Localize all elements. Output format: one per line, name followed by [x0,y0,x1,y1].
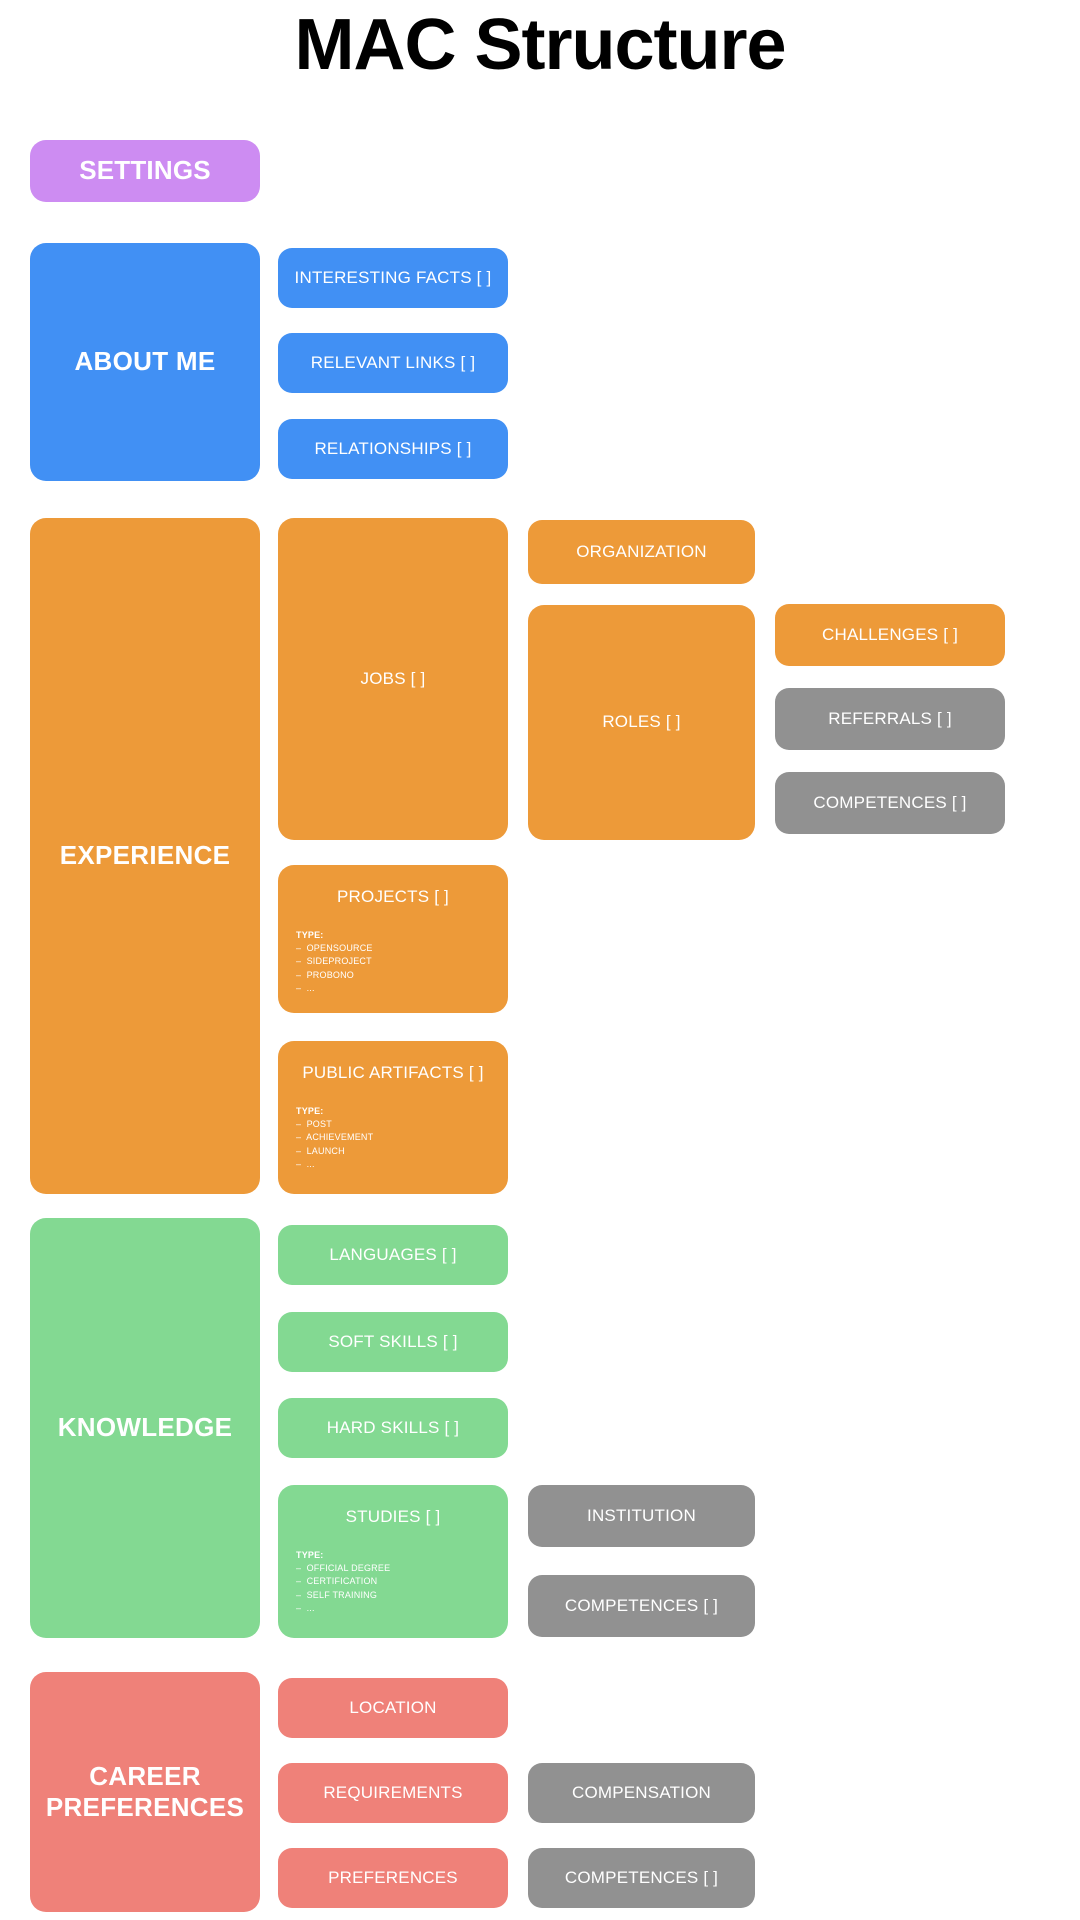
studies-type-item: – OFFICIAL DEGREE [296,1563,391,1574]
relationships-label: RELATIONSHIPS [ ] [314,438,472,458]
hard-skills-card[interactable]: HARD SKILLS [ ] [278,1398,508,1458]
projects-type-item: – OPENSOURCE [296,943,373,954]
compensation-label: COMPENSATION [571,1782,712,1802]
relationships-card[interactable]: RELATIONSHIPS [ ] [278,419,508,479]
institution-card[interactable]: INSTITUTION [528,1485,755,1547]
relevant-links-card[interactable]: RELEVANT LINKS [ ] [278,333,508,393]
projects-type-heading: TYPE: [296,930,324,941]
interesting-facts-label: INTERESTING FACTS [ ] [294,267,492,287]
about-me-section-card[interactable]: ABOUT ME [30,243,260,481]
knowledge-competences-card[interactable]: COMPETENCES [ ] [528,1575,755,1637]
experience-section-card[interactable]: EXPERIENCE [30,518,260,1194]
public-artifacts-type-heading: TYPE: [296,1106,324,1117]
projects-type-item: – PROBONO [296,969,355,980]
public-artifacts-type-item: – POST [296,1119,332,1130]
relevant-links-label: RELEVANT LINKS [ ] [310,352,476,372]
requirements-label: REQUIREMENTS [323,1782,463,1802]
interesting-facts-card[interactable]: INTERESTING FACTS [ ] [278,248,508,308]
about-me-label: ABOUT ME [74,346,216,377]
knowledge-section-card[interactable]: KNOWLEDGE [30,1218,260,1638]
studies-type-item: – CERTIFICATION [296,1576,378,1587]
roles-label: ROLES [ ] [602,712,681,732]
studies-type-heading: TYPE: [296,1550,324,1561]
projects-type-item: – SIDEPROJECT [296,956,372,967]
studies-card[interactable]: STUDIES [ ] TYPE: – OFFICIAL DEGREE – CE… [278,1485,508,1638]
studies-type-block: TYPE: – OFFICIAL DEGREE – CERTIFICATION … [278,1549,508,1614]
hard-skills-label: HARD SKILLS [ ] [326,1417,460,1437]
experience-label: EXPERIENCE [59,840,231,871]
challenges-card[interactable]: CHALLENGES [ ] [775,604,1005,666]
jobs-card[interactable]: JOBS [ ] [278,518,508,840]
experience-competences-card[interactable]: COMPETENCES [ ] [775,772,1005,834]
career-competences-label: COMPETENCES [ ] [564,1867,719,1887]
studies-type-item: – SELF TRAINING [296,1589,378,1600]
experience-competences-label: COMPETENCES [ ] [813,792,967,812]
public-artifacts-type-item: – LAUNCH [296,1145,345,1156]
challenges-label: CHALLENGES [ ] [821,624,958,644]
public-artifacts-type-item: – ... [296,1158,315,1169]
projects-type-block: TYPE: – OPENSOURCE – SIDEPROJECT – PROBO… [278,929,508,994]
settings-card[interactable]: SETTINGS [30,140,260,202]
projects-label: PROJECTS [ ] [337,887,449,906]
requirements-card[interactable]: REQUIREMENTS [278,1763,508,1823]
career-competences-card[interactable]: COMPETENCES [ ] [528,1848,755,1908]
public-artifacts-label: PUBLIC ARTIFACTS [ ] [302,1063,484,1082]
career-preferences-label: CAREER PREFERENCES [45,1760,245,1822]
page-title: MAC Structure [294,5,786,85]
organization-card[interactable]: ORGANIZATION [528,520,755,584]
referrals-label: REFERRALS [ ] [828,708,952,728]
location-card[interactable]: LOCATION [278,1678,508,1738]
jobs-label: JOBS [ ] [360,668,426,688]
preferences-label: PREFERENCES [328,1867,458,1887]
settings-label: SETTINGS [79,155,211,186]
roles-card[interactable]: ROLES [ ] [528,605,755,840]
languages-card[interactable]: LANGUAGES [ ] [278,1225,508,1285]
studies-label: STUDIES [ ] [345,1507,441,1526]
public-artifacts-card[interactable]: PUBLIC ARTIFACTS [ ] TYPE: – POST – ACHI… [278,1041,508,1194]
projects-card[interactable]: PROJECTS [ ] TYPE: – OPENSOURCE – SIDEPR… [278,865,508,1013]
location-label: LOCATION [349,1697,437,1717]
institution-label: INSTITUTION [587,1505,696,1525]
knowledge-label: KNOWLEDGE [57,1412,233,1443]
soft-skills-label: SOFT SKILLS [ ] [328,1331,458,1351]
studies-type-item: – ... [296,1602,315,1613]
languages-label: LANGUAGES [ ] [329,1244,457,1264]
referrals-card[interactable]: REFERRALS [ ] [775,688,1005,750]
public-artifacts-type-block: TYPE: – POST – ACHIEVEMENT – LAUNCH – ..… [278,1105,508,1170]
preferences-card[interactable]: PREFERENCES [278,1848,508,1908]
soft-skills-card[interactable]: SOFT SKILLS [ ] [278,1312,508,1372]
projects-type-item: – ... [296,982,315,993]
public-artifacts-type-item: – ACHIEVEMENT [296,1132,374,1143]
knowledge-competences-label: COMPETENCES [ ] [564,1595,719,1615]
organization-label: ORGANIZATION [576,541,707,561]
career-preferences-section-card[interactable]: CAREER PREFERENCES [30,1672,260,1912]
compensation-card[interactable]: COMPENSATION [528,1763,755,1823]
